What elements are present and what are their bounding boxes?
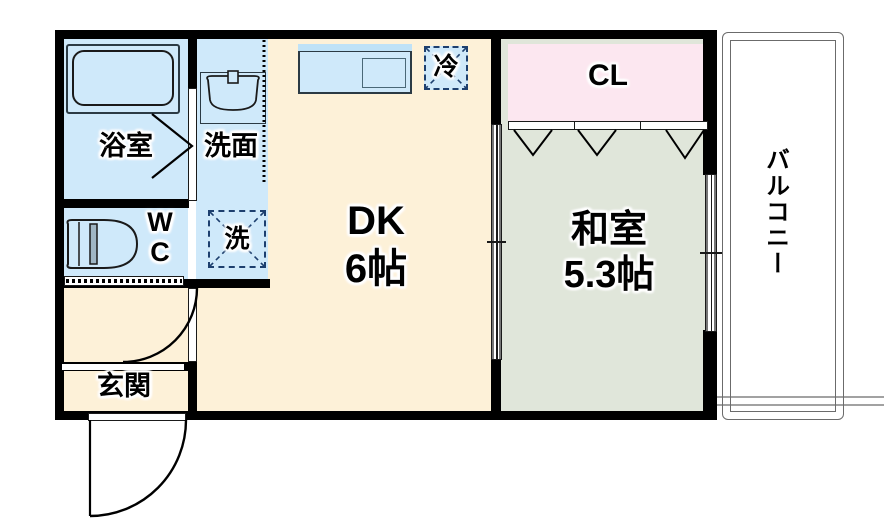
fixture-label-refrigerator: 冷 [433, 53, 459, 81]
dk-washitsu-door-mid-mark [487, 241, 506, 243]
entrance-door-swing-arc [89, 419, 188, 518]
balcony-fill [722, 32, 844, 420]
room-label-washroom: 洗面 [204, 131, 258, 161]
room-label-entrance: 玄関 [97, 371, 151, 401]
room-label-toilet-c: C [150, 237, 170, 267]
room-label-washitsu: 和室 [570, 209, 647, 251]
closet-door-divider-1 [574, 121, 576, 130]
toilet-sliding-door[interactable] [64, 276, 184, 286]
wall-washitsu-right-bottom [703, 330, 717, 420]
fixture-label-washer: 洗 [224, 225, 250, 253]
closet-door-divider-2 [640, 121, 642, 130]
bathtub-inner [72, 50, 174, 106]
room-label-dk-size: 6帖 [344, 247, 408, 291]
wall-dk-washitsu-top [491, 30, 501, 126]
kitchen-sink-basin [362, 58, 406, 88]
wall-left-exterior [55, 30, 64, 420]
wall-dk-washitsu-bottom [491, 358, 501, 420]
closet-fill [508, 44, 708, 122]
wall-top-exterior [55, 30, 717, 39]
wall-bath-toilet [55, 199, 189, 208]
kitchen-counter-backsplash [298, 44, 412, 52]
wall-wet-dk-upper [188, 30, 197, 90]
closet-sliding-doors[interactable] [508, 121, 708, 130]
balcony-inner-line [730, 40, 836, 412]
room-label-closet: CL [588, 59, 628, 92]
vanity-counter [200, 72, 266, 124]
wall-washroom-top [188, 30, 268, 39]
wall-bottom-exterior [55, 411, 717, 420]
entrance-step-band [62, 364, 184, 370]
wall-washitsu-right-top [703, 30, 717, 175]
room-label-bathroom: 浴室 [99, 131, 153, 161]
wall-washroom-bottom [188, 279, 270, 288]
room-label-balcony: バルコニー [761, 147, 789, 277]
balcony-door-mid-mark [700, 252, 722, 254]
room-label-dk: DK [347, 199, 405, 243]
hall-door-jamb[interactable] [188, 288, 197, 362]
entrance-door-leaf[interactable] [88, 413, 186, 421]
room-label-toilet-w: W [147, 207, 173, 237]
room-label-washitsu-size: 5.3帖 [563, 254, 655, 296]
